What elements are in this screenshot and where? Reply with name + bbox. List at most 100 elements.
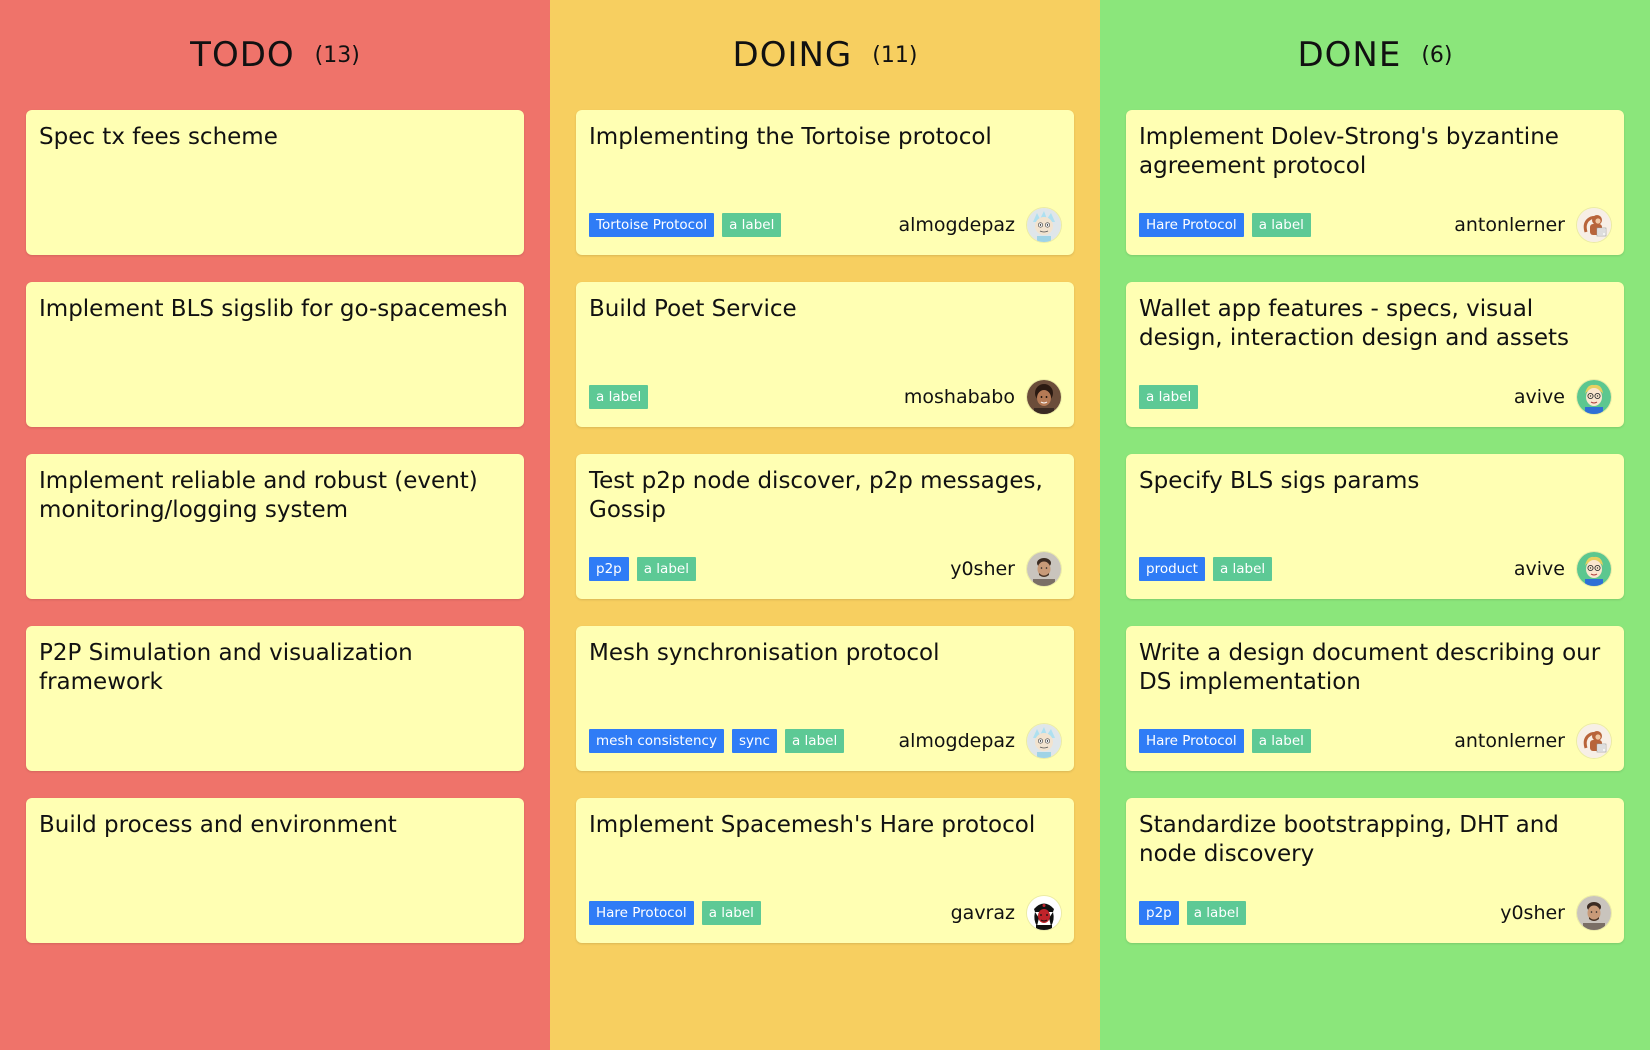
label-tag[interactable]: a label [636, 557, 696, 581]
task-card[interactable]: Standardize bootstrapping, DHT and node … [1126, 798, 1624, 943]
card-footer: mesh consistency sync a label almogdepaz [589, 723, 1061, 759]
task-card[interactable]: Implement reliable and robust (event) mo… [26, 454, 524, 599]
label-tag[interactable]: mesh consistency [589, 729, 724, 753]
assignee-name: antonlerner [1454, 730, 1565, 752]
cartoon-avatar-icon[interactable] [1577, 552, 1611, 586]
person-avatar-icon[interactable] [1027, 552, 1061, 586]
label-tag[interactable]: Hare Protocol [1139, 729, 1244, 753]
assignee[interactable]: antonlerner [1454, 208, 1611, 242]
label-tag[interactable]: product [1139, 557, 1205, 581]
label-list: Hare Protocol a label [589, 901, 761, 925]
task-card[interactable]: Mesh synchronisation protocol mesh consis… [576, 626, 1074, 771]
assignee[interactable]: avive [1514, 380, 1611, 414]
task-card[interactable]: Build process and environment [26, 798, 524, 943]
assignee[interactable]: gavraz [951, 896, 1061, 930]
task-card[interactable]: Spec tx fees scheme [26, 110, 524, 255]
label-tag[interactable]: p2p [1139, 901, 1179, 925]
task-card[interactable]: Specify BLS sigs params product a label avi… [1126, 454, 1624, 599]
label-tag[interactable]: a label [1212, 557, 1273, 581]
assignee[interactable]: avive [1514, 552, 1611, 586]
column-header: TODO (13) [26, 0, 524, 110]
rick-avatar-icon[interactable] [1027, 724, 1061, 758]
card-title: Build Poet Service [589, 296, 797, 322]
column-done: DONE (6) Implement Dolev-Strong's byzant… [1100, 0, 1650, 1050]
person-avatar-icon[interactable] [1577, 896, 1611, 930]
card-footer: a label avive [1139, 379, 1611, 415]
assignee[interactable]: y0sher [1500, 896, 1611, 930]
rick-avatar-icon[interactable] [1027, 208, 1061, 242]
column-header: DOING (11) [576, 0, 1074, 110]
column-count: (6) [1421, 42, 1453, 68]
label-list: product a label [1139, 557, 1273, 581]
card-title: Implement Spacemesh's Hare protocol [589, 812, 1036, 838]
task-card[interactable]: Build Poet Service a label moshababo [576, 282, 1074, 427]
label-tag[interactable]: a label [1251, 213, 1311, 237]
assignee[interactable]: almogdepaz [898, 208, 1061, 242]
label-tag[interactable]: a label [1251, 729, 1311, 753]
card-footer: Hare Protocol a label antonlerner [1139, 723, 1611, 759]
che-avatar-icon[interactable] [1027, 896, 1061, 930]
label-tag[interactable]: Hare Protocol [1139, 213, 1244, 237]
column-title: DOING [732, 35, 853, 75]
person-curly-avatar-icon[interactable] [1027, 380, 1061, 414]
assignee-name: avive [1513, 386, 1565, 408]
assignee-name: gavraz [950, 902, 1015, 924]
label-tag[interactable]: a label [1186, 901, 1246, 925]
column-header: DONE (6) [1126, 0, 1624, 110]
monkey-avatar-icon[interactable] [1577, 724, 1611, 758]
label-list: a label [589, 385, 649, 409]
task-card[interactable]: P2P Simulation and visualization framewo… [26, 626, 524, 771]
assignee-name: moshababo [903, 386, 1015, 408]
task-card[interactable]: Write a design document describing our D… [1126, 626, 1624, 771]
label-tag[interactable]: a label [1139, 385, 1199, 409]
column-count: (11) [872, 42, 918, 68]
column-doing: DOING (11) Implementing the Tortoise pro… [550, 0, 1100, 1050]
card-title: Wallet app features - specs, visual desi… [1139, 296, 1570, 351]
card-title: Mesh synchronisation protocol [589, 640, 940, 666]
label-list: a label [1139, 385, 1199, 409]
card-title: P2P Simulation and visualization framewo… [39, 640, 413, 695]
label-tag[interactable]: a label [701, 901, 761, 925]
card-title: Write a design document describing our D… [1139, 640, 1601, 695]
assignee[interactable]: almogdepaz [898, 724, 1061, 758]
card-footer: Hare Protocol a label gavraz [589, 895, 1061, 931]
assignee-name: y0sher [1500, 902, 1565, 924]
label-list: p2p a label [589, 557, 696, 581]
label-tag[interactable]: sync [731, 729, 777, 753]
card-footer: Hare Protocol a label antonlerner [1139, 207, 1611, 243]
task-card[interactable]: Wallet app features - specs, visual desi… [1126, 282, 1624, 427]
assignee[interactable]: y0sher [950, 552, 1061, 586]
card-list: Implement Dolev-Strong's byzantine agree… [1126, 110, 1624, 970]
card-title: Build process and environment [39, 812, 397, 838]
label-tag[interactable]: p2p [589, 557, 629, 581]
task-card[interactable]: Implement Dolev-Strong's byzantine agree… [1126, 110, 1624, 255]
card-footer: Tortoise Protocol a label almogdepaz [589, 207, 1061, 243]
card-title: Specify BLS sigs params [1139, 468, 1420, 494]
card-title: Implement reliable and robust (event) mo… [39, 468, 478, 523]
card-title: Implementing the Tortoise protocol [589, 124, 992, 150]
card-title: Test p2p node discover, p2p messages, Go… [589, 468, 1043, 523]
monkey-avatar-icon[interactable] [1577, 208, 1611, 242]
assignee[interactable]: antonlerner [1454, 724, 1611, 758]
card-footer: p2p a label y0sher [1139, 895, 1611, 931]
task-card[interactable]: Test p2p node discover, p2p messages, Go… [576, 454, 1074, 599]
label-tag[interactable]: a label [784, 729, 845, 753]
assignee-name: almogdepaz [898, 214, 1015, 236]
card-title: Standardize bootstrapping, DHT and node … [1139, 812, 1559, 867]
assignee[interactable]: moshababo [904, 380, 1061, 414]
label-tag[interactable]: Hare Protocol [589, 901, 694, 925]
cartoon-avatar-icon[interactable] [1577, 380, 1611, 414]
card-title: Implement BLS sigslib for go-spacemesh [39, 296, 508, 322]
label-tag[interactable]: a label [589, 385, 649, 409]
column-count: (13) [314, 42, 360, 68]
label-tag[interactable]: a label [722, 213, 782, 237]
card-footer: p2p a label y0sher [589, 551, 1061, 587]
assignee-name: almogdepaz [898, 730, 1015, 752]
label-list: Hare Protocol a label [1139, 729, 1311, 753]
task-card[interactable]: Implement BLS sigslib for go-spacemesh [26, 282, 524, 427]
label-tag[interactable]: Tortoise Protocol [589, 213, 715, 237]
